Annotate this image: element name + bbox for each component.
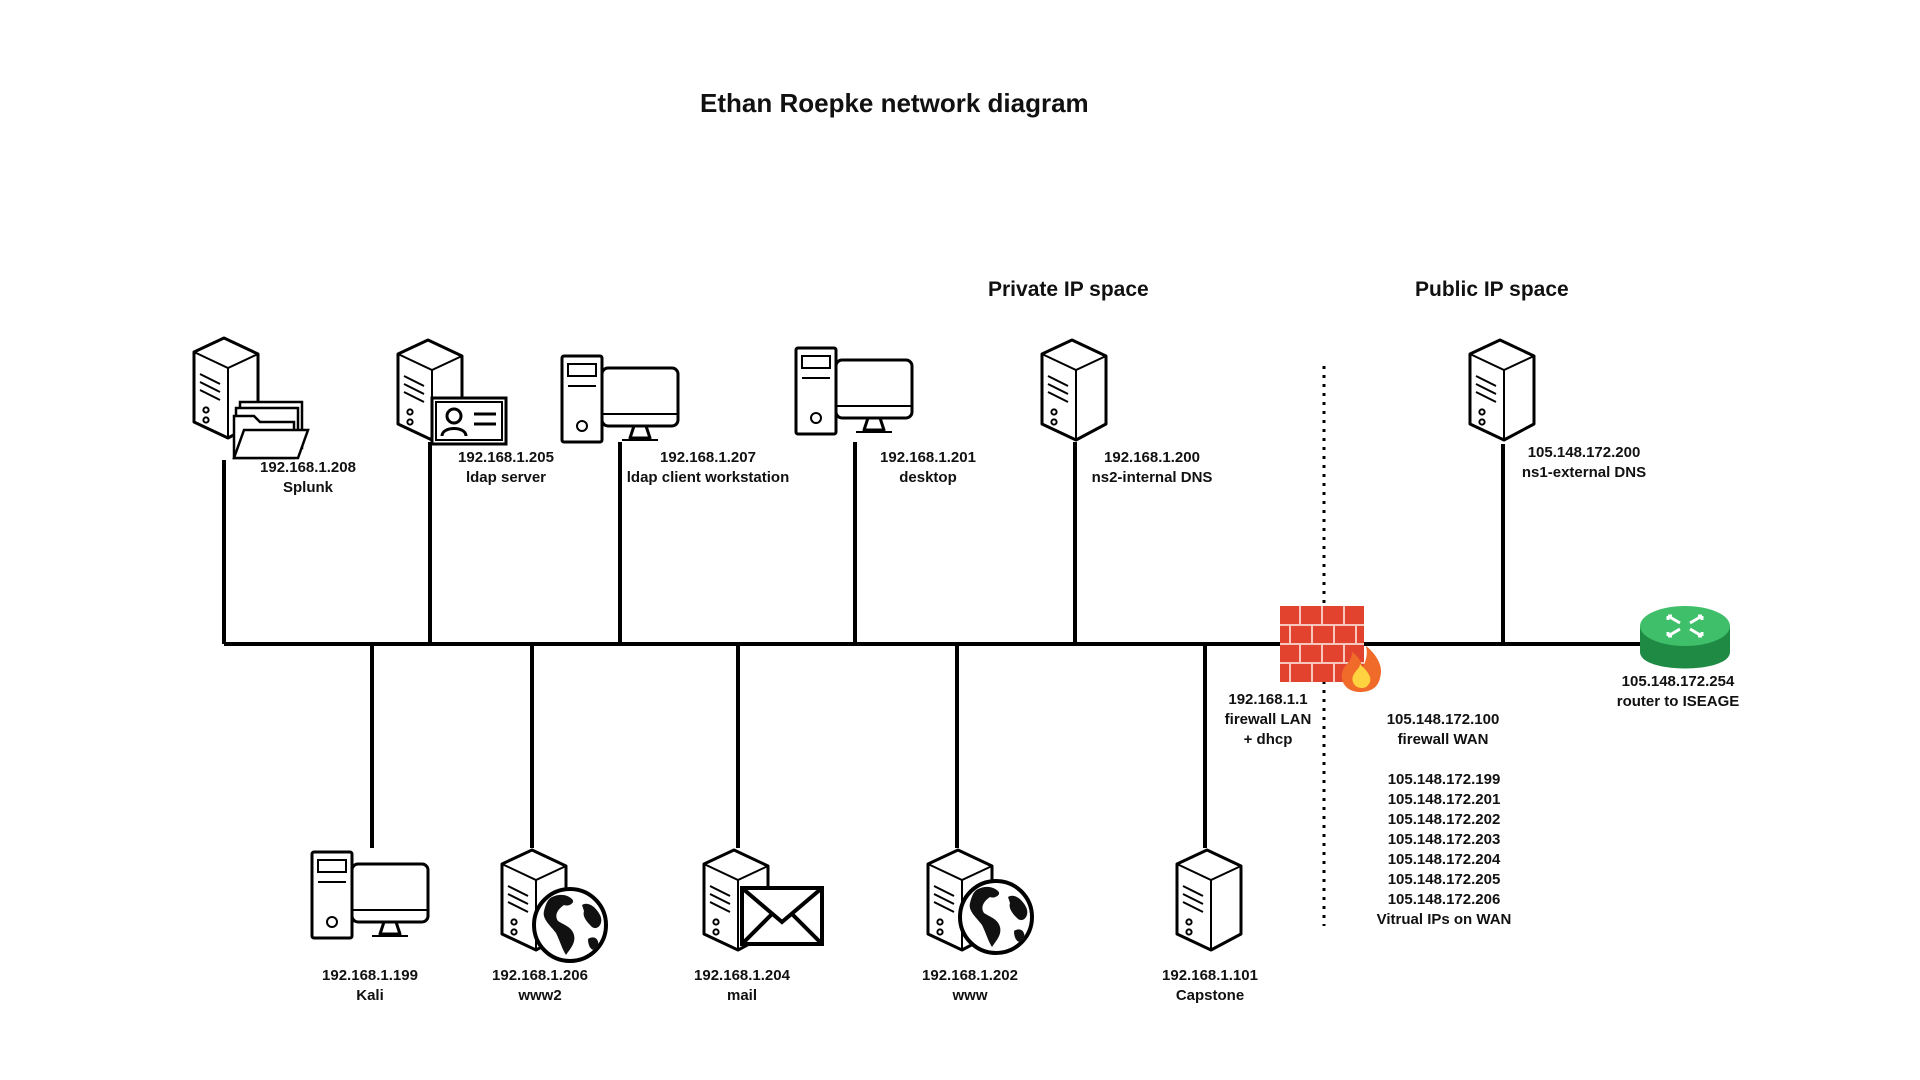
node-extra: + dhcp xyxy=(1243,731,1293,748)
node-ip: 105.148.172.100 xyxy=(1386,711,1500,728)
node-label-firewall-lan: 192.168.1.1 firewall LAN + dhcp xyxy=(1225,690,1312,750)
node-name: Capstone xyxy=(1175,987,1245,1004)
virtual-ip-caption: Vitrual IPs on WAN xyxy=(1376,911,1512,928)
node-name: mail xyxy=(726,987,757,1004)
node-ip: 105.148.172.254 xyxy=(1621,673,1735,690)
node-name: router to ISEAGE xyxy=(1616,693,1740,710)
workstation-icon xyxy=(560,354,680,444)
node-label-mail: 192.168.1.204 mail xyxy=(694,966,790,1006)
virtual-ip: 105.148.172.202 xyxy=(1387,811,1501,828)
node-ip: 192.168.1.201 xyxy=(880,449,976,466)
node-name: Kali xyxy=(356,987,384,1004)
node-label-kali: 192.168.1.199 Kali xyxy=(322,966,418,1006)
node-label-ldap-server: 192.168.1.205 ldap server xyxy=(458,448,554,488)
virtual-ip: 105.148.172.199 xyxy=(1387,771,1501,788)
router-icon xyxy=(1640,606,1730,669)
virtual-ip: 105.148.172.203 xyxy=(1387,831,1501,848)
node-label-ns2: 192.168.1.200 ns2-internal DNS xyxy=(1092,448,1213,488)
node-label-capstone: 192.168.1.101 Capstone xyxy=(1162,966,1258,1006)
virtual-ip: 105.148.172.206 xyxy=(1387,891,1501,908)
firewall-icon xyxy=(1280,606,1382,692)
workstation-icon xyxy=(794,346,914,436)
server-envelope-icon xyxy=(702,848,824,952)
server-icon xyxy=(1175,848,1243,952)
node-ip: 192.168.1.202 xyxy=(922,967,1018,984)
virtual-ip: 105.148.172.204 xyxy=(1387,851,1501,868)
node-label-desktop: 192.168.1.201 desktop xyxy=(880,448,976,488)
node-ip: 192.168.1.205 xyxy=(458,449,554,466)
virtual-ip: 105.148.172.205 xyxy=(1387,871,1501,888)
diagram-title: Ethan Roepke network diagram xyxy=(700,88,1089,118)
node-label-router: 105.148.172.254 router to ISEAGE xyxy=(1617,672,1740,712)
node-label-www: 192.168.1.202 www xyxy=(922,966,1018,1006)
node-name: Splunk xyxy=(282,479,333,496)
node-label-firewall-wan: 105.148.172.100 firewall WAN xyxy=(1387,710,1500,750)
virtual-ip-list: 105.148.172.199 105.148.172.201 105.148.… xyxy=(1377,770,1512,930)
server-globe-icon xyxy=(500,848,608,963)
virtual-ip: 105.148.172.201 xyxy=(1387,791,1501,808)
node-ip: 192.168.1.207 xyxy=(660,449,756,466)
node-name: firewall WAN xyxy=(1397,731,1489,748)
node-name: ns1-external DNS xyxy=(1521,464,1647,481)
node-ip: 192.168.1.1 xyxy=(1228,691,1308,708)
node-name: ldap client workstation xyxy=(626,469,790,486)
server-globe-icon xyxy=(926,848,1034,955)
server-folder-icon xyxy=(192,336,310,460)
node-label-ns1: 105.148.172.200 ns1-external DNS xyxy=(1522,443,1646,483)
node-name: www xyxy=(952,987,988,1004)
node-label-splunk: 192.168.1.208 Splunk xyxy=(260,458,356,498)
server-id-card-icon xyxy=(396,338,508,446)
node-ip: 192.168.1.101 xyxy=(1162,967,1258,984)
node-name: desktop xyxy=(899,469,957,486)
node-ip: 192.168.1.200 xyxy=(1104,449,1200,466)
node-ip: 192.168.1.208 xyxy=(260,459,356,476)
node-ip: 192.168.1.199 xyxy=(322,967,418,984)
node-ip: 192.168.1.206 xyxy=(492,967,588,984)
node-name: ldap server xyxy=(465,469,547,486)
node-name: ns2-internal DNS xyxy=(1091,469,1213,486)
node-label-ldap-workstation: 192.168.1.207 ldap client workstation xyxy=(627,448,790,488)
server-icon xyxy=(1040,338,1108,442)
section-label-private: Private IP space xyxy=(988,278,1149,301)
node-name: firewall LAN xyxy=(1224,711,1312,728)
server-icon xyxy=(1468,338,1536,442)
node-label-www2: 192.168.1.206 www2 xyxy=(492,966,588,1006)
workstation-icon xyxy=(310,850,430,940)
section-label-public: Public IP space xyxy=(1415,278,1569,301)
node-ip: 105.148.172.200 xyxy=(1527,444,1641,461)
node-name: www2 xyxy=(518,987,562,1004)
node-ip: 192.168.1.204 xyxy=(694,967,790,984)
